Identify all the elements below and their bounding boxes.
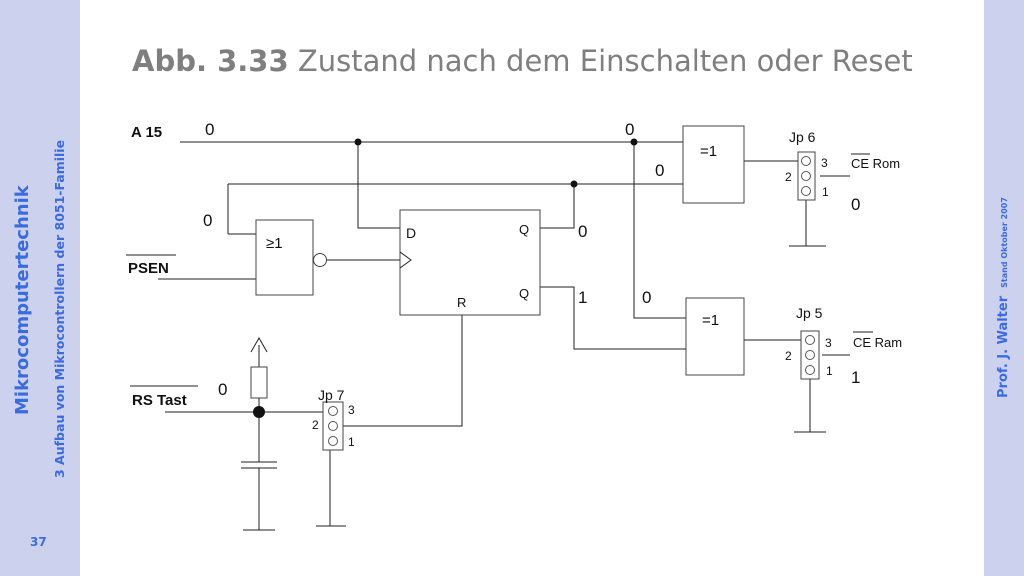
xor-top-label: =1: [700, 143, 717, 160]
level-rs-tast: 0: [218, 380, 227, 399]
level-ce-ram: 1: [851, 368, 860, 387]
junction-dot: [570, 180, 578, 188]
jp5-pin: 2: [785, 349, 792, 363]
figure-label: Abb. 3.33: [132, 44, 289, 78]
level-xor-top-in-b: 0: [655, 161, 664, 180]
page-number: 37: [30, 535, 47, 549]
signal-a15: A 15: [131, 124, 162, 141]
level-xor-bottom-in: 0: [642, 288, 651, 307]
logic-levels: 0 0 0 0 0 1 0 0 0 1: [203, 120, 860, 399]
level-q: 0: [578, 222, 587, 241]
xor-bottom-label: =1: [702, 312, 719, 329]
inverter-bubble: [313, 253, 327, 267]
level-ce-rom: 0: [851, 195, 860, 214]
jp5-pin: 1: [826, 364, 833, 378]
jp7-name: Jp 7: [318, 387, 345, 403]
level-xor-top-in-a: 0: [625, 120, 634, 139]
junction-dot: [630, 138, 638, 146]
jp7-pin: 1: [348, 435, 355, 449]
level-qbar: 1: [578, 288, 587, 307]
xor-gate-bottom: =1: [685, 297, 745, 376]
d-flipflop: D Q Q R: [399, 209, 541, 316]
signal-ce-ram: CE Ram: [853, 335, 902, 350]
left-sidebar: [0, 0, 80, 576]
jp6-pin: 1: [822, 185, 829, 199]
junctions: [253, 138, 638, 418]
resistor: [250, 366, 268, 399]
slide-title: Abb. 3.33 Zustand nach dem Einschalten o…: [132, 44, 913, 78]
jp7-pin: 3: [348, 403, 355, 417]
wires: [126, 141, 873, 531]
right-sidebar: [984, 0, 1024, 576]
xor-gate-top: =1: [682, 125, 745, 204]
ff-qbar-label: Q: [519, 286, 529, 301]
jp7-pin: 2: [312, 418, 319, 432]
or-gate: ≥1: [255, 219, 327, 296]
jp6-pin: 2: [785, 170, 792, 184]
or-gate-label: ≥1: [266, 235, 283, 252]
jumper-jp5: Jp 5 3 2 1: [785, 305, 833, 380]
level-a15: 0: [205, 120, 214, 139]
jumper-jp6: Jp 6 3 2 1: [785, 129, 829, 201]
level-or-in: 0: [203, 211, 212, 230]
ff-d-label: D: [406, 225, 416, 241]
signal-rs-tast: RS Tast: [132, 392, 187, 409]
signal-psen: PSEN: [128, 260, 169, 277]
jp6-pin: 3: [821, 156, 828, 170]
jumper-jp7: Jp 7 3 2 1: [312, 387, 355, 451]
jp5-pin: 3: [825, 336, 832, 350]
ff-q-label: Q: [519, 222, 529, 237]
junction-dot: [354, 138, 362, 146]
figure-caption: Zustand nach dem Einschalten oder Reset: [297, 44, 913, 78]
jp6-name: Jp 6: [789, 129, 816, 145]
jp5-name: Jp 5: [796, 305, 823, 321]
junction-dot: [253, 406, 265, 418]
ff-reset-label: R: [457, 295, 466, 310]
signal-ce-rom: CE Rom: [851, 156, 900, 171]
signal-labels: A 15 PSEN RS Tast CE Rom CE Ram: [128, 124, 902, 409]
